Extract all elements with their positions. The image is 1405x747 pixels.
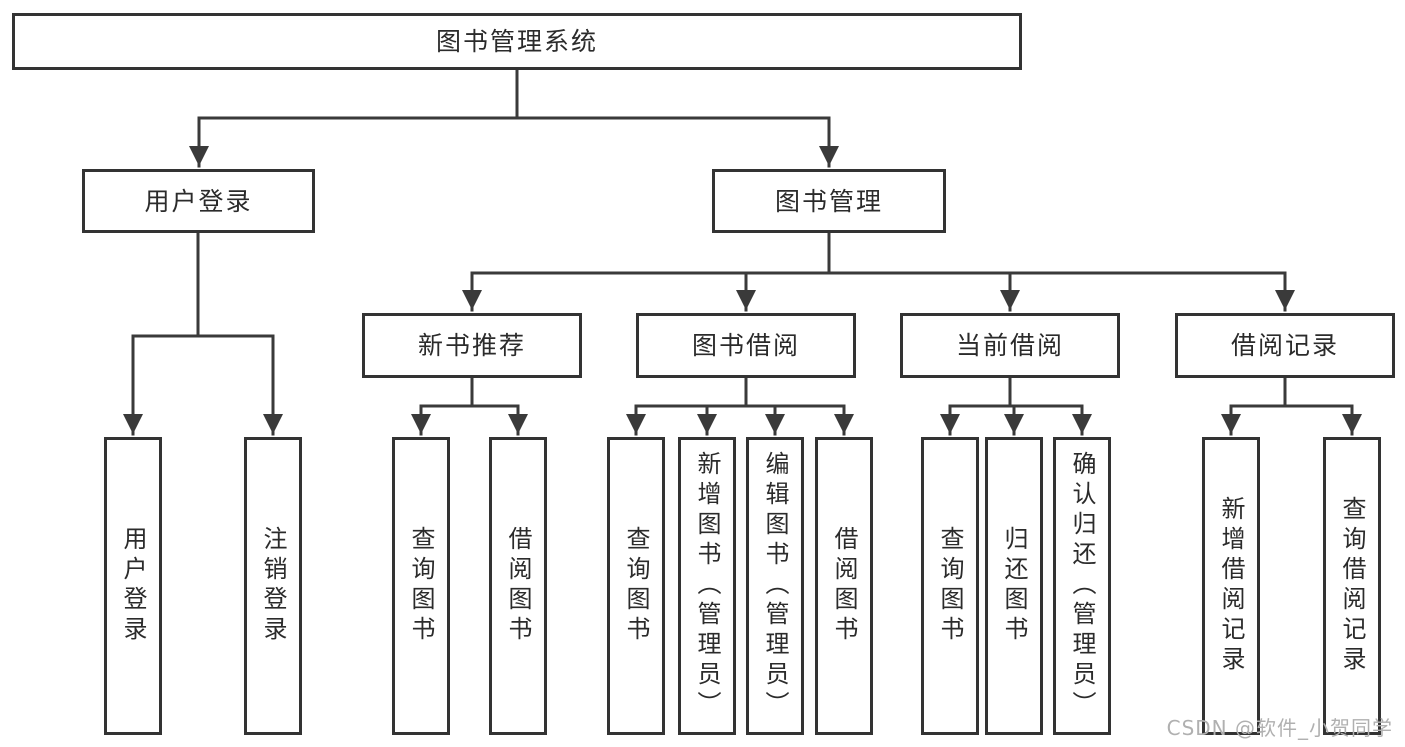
node-user-login-module: 用户登录 <box>82 169 315 233</box>
node-book-borrowing-label: 图书借阅 <box>691 331 800 360</box>
node-leaf-confirm-return-admin: 确认归还（管理员） <box>1053 437 1111 735</box>
node-leaf-borrow-books-2: 借阅图书 <box>815 437 873 735</box>
node-leaf-add-books-admin-label: 新增图书（管理员） <box>693 451 721 721</box>
node-new-book-recommend-label: 新书推荐 <box>417 331 526 360</box>
node-leaf-query-books-2-label: 查询图书 <box>622 526 650 646</box>
node-leaf-return-books: 归还图书 <box>985 437 1043 735</box>
node-leaf-borrow-books-1: 借阅图书 <box>489 437 547 735</box>
node-leaf-edit-books-admin: 编辑图书（管理员） <box>746 437 804 735</box>
node-borrow-records-label: 借阅记录 <box>1230 331 1339 360</box>
node-leaf-query-borrow-record-label: 查询借阅记录 <box>1338 496 1366 676</box>
node-user-login-module-label: 用户登录 <box>144 186 253 216</box>
node-leaf-add-borrow-record-label: 新增借阅记录 <box>1217 496 1245 676</box>
node-leaf-user-login: 用户登录 <box>104 437 162 735</box>
node-leaf-add-borrow-record: 新增借阅记录 <box>1202 437 1260 735</box>
node-current-borrowing-label: 当前借阅 <box>955 331 1064 360</box>
node-leaf-user-login-label: 用户登录 <box>119 526 147 646</box>
node-borrow-records: 借阅记录 <box>1175 313 1395 378</box>
csdn-watermark: CSDN @软件_小贺同学 <box>1166 716 1393 740</box>
node-leaf-query-books-1: 查询图书 <box>392 437 450 735</box>
node-book-management-label: 图书管理 <box>774 186 883 216</box>
node-book-borrowing: 图书借阅 <box>636 313 856 378</box>
node-leaf-query-books-3-label: 查询图书 <box>936 526 964 646</box>
node-leaf-query-books-3: 查询图书 <box>921 437 979 735</box>
node-leaf-confirm-return-admin-label: 确认归还（管理员） <box>1068 451 1096 721</box>
node-leaf-edit-books-admin-label: 编辑图书（管理员） <box>761 451 789 721</box>
node-leaf-logout: 注销登录 <box>244 437 302 735</box>
node-new-book-recommend: 新书推荐 <box>362 313 582 378</box>
node-book-management: 图书管理 <box>712 169 946 233</box>
node-leaf-logout-label: 注销登录 <box>259 526 287 646</box>
node-leaf-query-borrow-record: 查询借阅记录 <box>1323 437 1381 735</box>
node-leaf-borrow-books-1-label: 借阅图书 <box>504 526 532 646</box>
node-current-borrowing: 当前借阅 <box>900 313 1120 378</box>
node-leaf-query-books-1-label: 查询图书 <box>407 526 435 646</box>
node-leaf-add-books-admin: 新增图书（管理员） <box>678 437 736 735</box>
node-leaf-borrow-books-2-label: 借阅图书 <box>830 526 858 646</box>
node-leaf-query-books-2: 查询图书 <box>607 437 665 735</box>
node-library-management-system-label: 图书管理系统 <box>435 27 598 56</box>
node-library-management-system: 图书管理系统 <box>12 13 1022 70</box>
node-leaf-return-books-label: 归还图书 <box>1000 526 1028 646</box>
